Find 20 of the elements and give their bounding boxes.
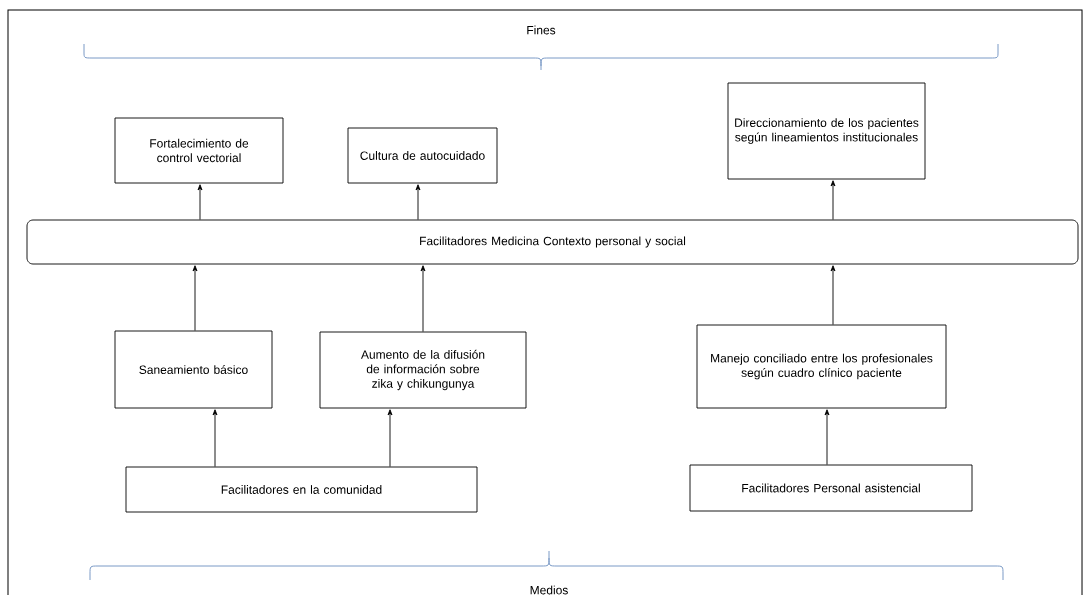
- arrow: [830, 180, 836, 220]
- arrow: [212, 409, 218, 467]
- bar-box: Facilitadores Medicina Contexto personal y social: [26, 219, 1079, 265]
- text-box: Direccionamiento de los pacientes según lineamientos institucionales: [727, 82, 926, 180]
- text-box: Facilitadores en la comunidad: [125, 466, 478, 513]
- arrow: [415, 184, 421, 220]
- text-box: Cultura de autocuidado: [347, 127, 498, 184]
- arrow: [197, 184, 203, 220]
- arrow: [192, 265, 198, 331]
- group-label: Medios: [530, 585, 568, 595]
- text-box: Manejo conciliado entre los profesionales según cuadro clínico paciente: [696, 324, 947, 409]
- arrow: [824, 409, 830, 465]
- text-box: Fortalecimiento de control vectorial: [114, 117, 284, 184]
- text-box: Facilitadores Personal asistencial: [689, 464, 973, 512]
- arrow: [387, 409, 393, 467]
- text-box: Aumento de la difusión de información sobre zika y chikungunya: [319, 331, 527, 409]
- text-box: Saneamiento básico: [114, 330, 273, 409]
- arrow: [830, 265, 836, 325]
- group-label: Fines: [527, 25, 556, 35]
- arrow: [420, 265, 426, 332]
